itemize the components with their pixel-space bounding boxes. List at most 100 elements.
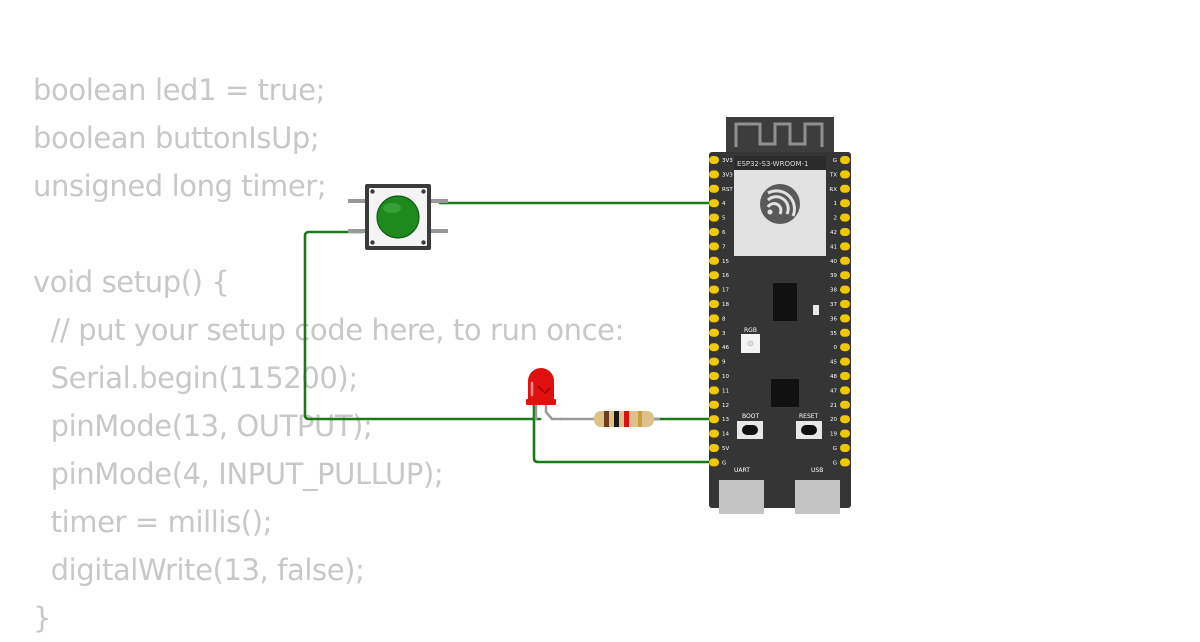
pin-left-7[interactable] (709, 256, 719, 265)
code-line: pinMode(13, OUTPUT); (33, 409, 373, 443)
pin-label: G (833, 158, 837, 164)
espressif-logo-icon (760, 184, 800, 224)
pin-left-12[interactable] (709, 328, 719, 337)
uart-port[interactable] (719, 480, 764, 514)
pin-right-19[interactable] (840, 429, 850, 438)
pin-left-18[interactable] (709, 415, 719, 424)
pin-right-16[interactable] (840, 386, 850, 395)
pin-label: 10 (722, 374, 729, 380)
pin-left-6[interactable] (709, 242, 719, 251)
code-line: pinMode(4, INPUT_PULLUP); (33, 457, 444, 491)
led[interactable] (526, 368, 562, 421)
pin-right-20[interactable] (840, 444, 850, 452)
pin-label: 3V3 (722, 158, 733, 164)
pin-label: 20 (830, 417, 837, 423)
pin-label: 45 (830, 360, 837, 366)
reset-button[interactable] (796, 421, 822, 439)
pin-right-13[interactable] (840, 343, 850, 352)
pin-right-10[interactable] (840, 300, 850, 308)
code-line: timer = millis(); (33, 505, 273, 539)
pin-left-10[interactable] (709, 300, 719, 308)
module-label: ESP32-S3-WROOM-1 (737, 160, 808, 168)
reset-label: RESET (799, 413, 819, 420)
pin-label: 8 (722, 316, 726, 322)
pin-right-7[interactable] (840, 256, 850, 265)
pin-left-19[interactable] (709, 429, 719, 438)
pin-right-12[interactable] (840, 328, 850, 337)
pin-label: 5V (722, 446, 729, 452)
pin-label: 46 (722, 345, 729, 351)
pin-label: 48 (830, 374, 837, 380)
push-button[interactable] (348, 184, 448, 250)
pin-right-3[interactable] (840, 199, 850, 208)
pin-right-15[interactable] (840, 372, 850, 380)
pin-label: 4 (722, 201, 726, 207)
code-editor: boolean led1 = true;boolean buttonIsUp;u… (33, 66, 624, 642)
code-line: unsigned long timer; (33, 169, 327, 203)
pin-label: 38 (830, 288, 837, 294)
pin-left-2[interactable] (709, 184, 719, 193)
pin-label: G (722, 460, 726, 466)
pin-left-8[interactable] (709, 271, 719, 280)
wire-led-to-gnd[interactable] (532, 403, 716, 464)
pin-label: 17 (722, 288, 729, 294)
pin-left-4[interactable] (709, 213, 719, 222)
pin-label: 6 (722, 230, 726, 236)
pin-right-9[interactable] (840, 285, 850, 294)
resistor[interactable] (560, 411, 660, 427)
pin-label: 0 (834, 345, 838, 351)
pin-left-16[interactable] (709, 386, 719, 395)
pin-left-15[interactable] (709, 372, 719, 380)
pin-right-2[interactable] (840, 184, 850, 193)
pin-label: 12 (722, 403, 729, 409)
pin-left-0[interactable] (709, 156, 719, 164)
pin-label: 14 (722, 432, 729, 438)
pin-right-6[interactable] (840, 242, 850, 251)
pin-left-11[interactable] (709, 314, 719, 323)
wire-button-to-gpio13[interactable] (303, 230, 542, 421)
pin-label: 40 (830, 259, 837, 265)
pin-left-17[interactable] (709, 400, 719, 409)
pin-left-21[interactable] (709, 458, 719, 467)
code-line: void setup() { (33, 265, 230, 299)
usb-port[interactable] (795, 480, 840, 514)
wires (303, 201, 716, 464)
pin-label: 2 (834, 216, 838, 222)
pin-label: 1 (834, 201, 838, 207)
pin-label: 21 (830, 403, 837, 409)
pin-right-18[interactable] (840, 415, 850, 424)
pin-left-1[interactable] (709, 170, 719, 179)
pin-label: 3 (722, 331, 726, 337)
pin-right-8[interactable] (840, 271, 850, 280)
chip (771, 379, 799, 407)
boot-label: BOOT (742, 413, 759, 420)
pin-label: 35 (830, 331, 837, 337)
pin-right-5[interactable] (840, 228, 850, 236)
pin-label: 41 (830, 244, 837, 250)
pin-left-5[interactable] (709, 228, 719, 236)
pin-label: 19 (830, 432, 837, 438)
pin-right-14[interactable] (840, 357, 850, 366)
pin-label: 11 (722, 388, 729, 394)
pin-right-1[interactable] (840, 170, 850, 179)
pin-left-20[interactable] (709, 444, 719, 452)
pin-left-13[interactable] (709, 343, 719, 352)
pin-right-21[interactable] (840, 458, 850, 467)
boot-button[interactable] (737, 421, 763, 439)
pin-left-9[interactable] (709, 285, 719, 294)
pin-right-17[interactable] (840, 400, 850, 409)
rgb-label: RGB (744, 327, 757, 334)
esp32-board[interactable]: ESP32-S3-WROOM-1 RGB BOOT RESET UART (709, 117, 851, 514)
pin-left-3[interactable] (709, 199, 719, 208)
pin-label: 9 (722, 360, 726, 366)
code-line: digitalWrite(13, false); (33, 553, 365, 587)
pin-left-14[interactable] (709, 357, 719, 366)
pin-label: RX (829, 187, 837, 193)
code-line: boolean led1 = true; (33, 73, 325, 107)
pin-right-11[interactable] (840, 314, 850, 323)
pin-right-4[interactable] (840, 213, 850, 222)
pin-right-0[interactable] (840, 156, 850, 164)
pin-label: 15 (722, 259, 729, 265)
